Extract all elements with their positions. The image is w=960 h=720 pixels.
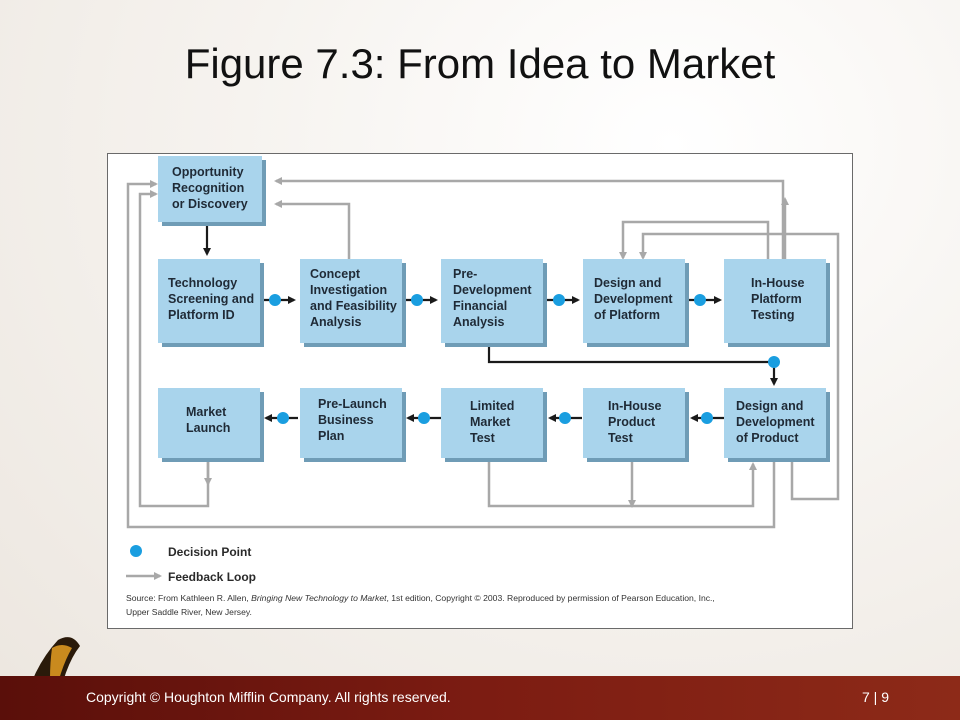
- legend-decision-label: Decision Point: [168, 545, 251, 559]
- decision-point: [553, 294, 565, 306]
- legend-feedback-label: Feedback Loop: [168, 570, 256, 584]
- decision-point: [768, 356, 780, 368]
- decision-point: [701, 412, 713, 424]
- decision-point: [694, 294, 706, 306]
- decision-point: [418, 412, 430, 424]
- legend-decision-dot: [130, 545, 142, 557]
- decision-point: [411, 294, 423, 306]
- svg-text:Source: From Kathleen R. Allen: Source: From Kathleen R. Allen, Bringing…: [126, 593, 715, 603]
- footer-page-number: 7 | 9: [862, 689, 889, 705]
- decision-point: [559, 412, 571, 424]
- decision-points: [269, 294, 780, 424]
- footer-bar: [0, 676, 960, 720]
- slide-title: Figure 7.3: From Idea to Market: [184, 40, 776, 87]
- svg-text:Upper Saddle River, New Jersey: Upper Saddle River, New Jersey.: [126, 607, 252, 617]
- source-citation: Source: From Kathleen R. Allen, Bringing…: [126, 593, 715, 617]
- decision-point: [269, 294, 281, 306]
- feedback-loops: [126, 177, 840, 529]
- footer-copyright: Copyright © Houghton Mifflin Company. Al…: [86, 689, 451, 705]
- decision-point: [277, 412, 289, 424]
- legend: Decision Point Feedback Loop: [126, 545, 256, 584]
